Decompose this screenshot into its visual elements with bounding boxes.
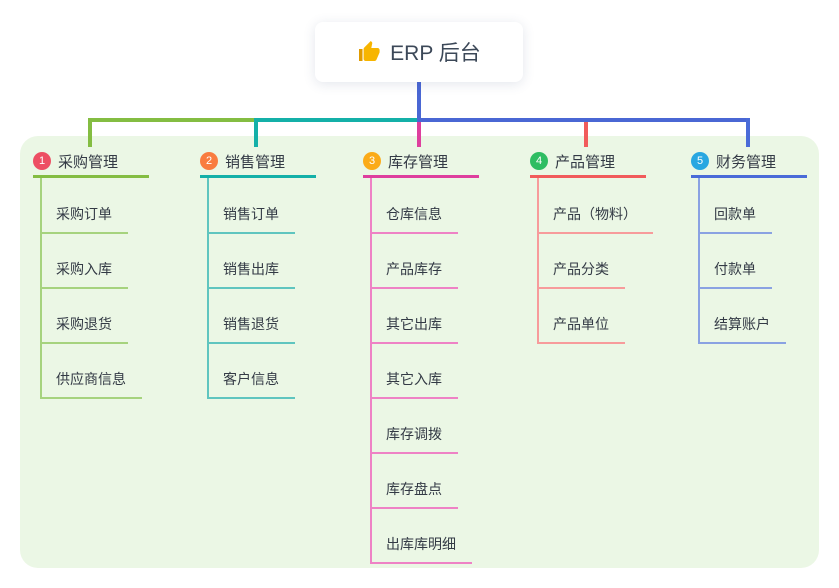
branch-node-3[interactable]: 3 库存管理: [363, 147, 479, 178]
child-node[interactable]: 回款单: [698, 204, 772, 234]
child-node[interactable]: 出库库明细: [370, 534, 472, 564]
root-node[interactable]: ERP 后台: [315, 22, 523, 82]
branch-node-1[interactable]: 1 采购管理: [33, 147, 149, 178]
child-node[interactable]: 销售订单: [207, 204, 295, 234]
branch-number-badge: 3: [363, 152, 381, 170]
child-node[interactable]: 产品（物料）: [537, 204, 653, 234]
child-node[interactable]: 其它入库: [370, 369, 458, 399]
child-node[interactable]: 供应商信息: [40, 369, 142, 399]
child-node[interactable]: 采购退货: [40, 314, 128, 344]
child-node[interactable]: 采购入库: [40, 259, 128, 289]
child-node[interactable]: 客户信息: [207, 369, 295, 399]
connector-bus-segment-3: [417, 118, 750, 122]
branch-number-badge: 5: [691, 152, 709, 170]
child-node[interactable]: 产品单位: [537, 314, 625, 344]
child-node[interactable]: 库存调拨: [370, 424, 458, 454]
child-node[interactable]: 销售退货: [207, 314, 295, 344]
branch-node-label: 财务管理: [716, 153, 777, 171]
connector-branch-drop-3: [417, 122, 421, 147]
connector-bus-segment-1: [88, 118, 254, 122]
branch-node-2[interactable]: 2 销售管理: [200, 147, 316, 178]
branch-node-4[interactable]: 4 产品管理: [530, 147, 646, 178]
connector-children-rail-5: [698, 178, 700, 343]
branch-node-label: 库存管理: [388, 153, 449, 171]
child-node[interactable]: 产品分类: [537, 259, 625, 289]
connector-branch-drop-1: [88, 118, 92, 147]
child-node[interactable]: 库存盘点: [370, 479, 458, 509]
branches-panel: [20, 136, 819, 568]
branch-number-badge: 2: [200, 152, 218, 170]
thumbs-up-icon: [357, 40, 381, 64]
child-node[interactable]: 产品库存: [370, 259, 458, 289]
branch-node-5[interactable]: 5 财务管理: [691, 147, 807, 178]
branch-number-badge: 4: [530, 152, 548, 170]
connector-children-rail-4: [537, 178, 539, 343]
branch-node-label: 销售管理: [225, 153, 286, 171]
connector-root-stem: [417, 82, 421, 118]
branch-number-badge: 1: [33, 152, 51, 170]
child-node[interactable]: 采购订单: [40, 204, 128, 234]
child-node[interactable]: 销售出库: [207, 259, 295, 289]
child-node[interactable]: 结算账户: [698, 314, 786, 344]
connector-branch-drop-5: [746, 118, 750, 147]
branch-node-label: 产品管理: [555, 153, 616, 171]
branch-node-label: 采购管理: [58, 153, 119, 171]
child-node[interactable]: 付款单: [698, 259, 772, 289]
connector-branch-drop-4: [584, 122, 588, 147]
child-node[interactable]: 其它出库: [370, 314, 458, 344]
child-node[interactable]: 仓库信息: [370, 204, 458, 234]
connector-branch-drop-2: [254, 118, 258, 147]
root-node-label: ERP 后台: [390, 42, 481, 65]
connector-bus-segment-2: [254, 118, 417, 122]
connector-children-rail-3: [370, 178, 372, 563]
